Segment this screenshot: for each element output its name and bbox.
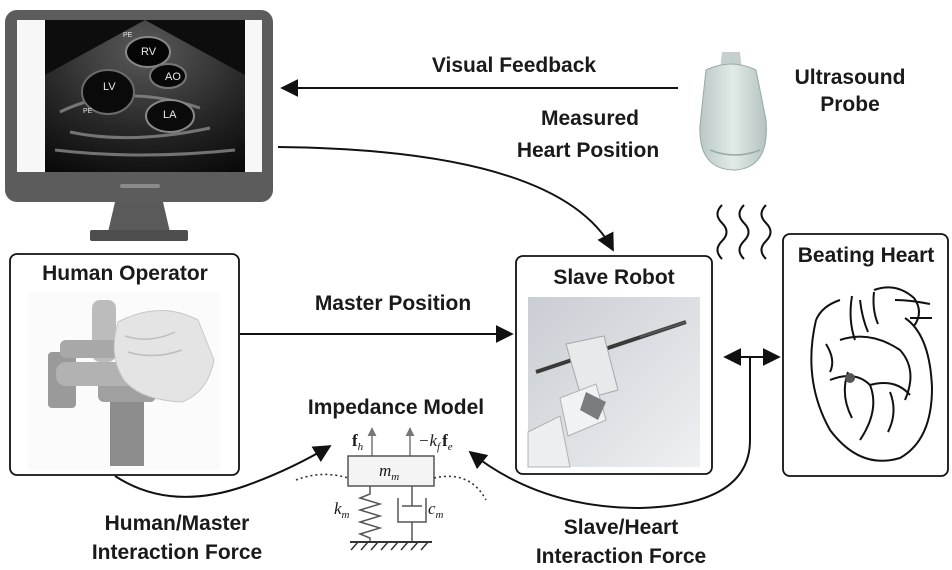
ground-hatch [350, 541, 429, 551]
master-position-label: Master Position [315, 292, 471, 315]
ultrasound-probe-image [680, 52, 772, 190]
slave-heart-force-arrow [468, 357, 751, 510]
beating-heart-label: Beating Heart [798, 244, 935, 267]
us-label-ao: AO [165, 71, 181, 83]
human-master-force-label-line2: Interaction Force [92, 541, 262, 564]
beating-heart-box [782, 233, 949, 477]
slave-robot-label: Slave Robot [553, 266, 674, 289]
us-label-la: LA [163, 109, 177, 121]
mass-block [347, 455, 435, 487]
impedance-model-label: Impedance Model [308, 396, 484, 419]
us-label-pe-bottom: PE [83, 108, 93, 115]
heartbeat-wave-icon [716, 204, 772, 260]
us-label-pe-top: PE [123, 32, 133, 39]
monitor-stand [108, 202, 170, 232]
human-master-force-arrow [114, 445, 332, 498]
spring-symbol: km [334, 499, 350, 521]
monitor: PE RV LV AO LA PE [5, 10, 273, 241]
damper-icon [397, 486, 427, 542]
instrument-contact-dot [845, 373, 855, 383]
slave-robot-image [527, 297, 700, 468]
visual-feedback-label: Visual Feedback [432, 54, 597, 77]
ultrasound-probe-label-line2: Probe [820, 93, 880, 116]
measured-heart-label-line1: Measured [541, 107, 639, 130]
spring-icon [357, 486, 383, 542]
monitor-base [90, 230, 188, 241]
damper-symbol: cm [428, 499, 444, 521]
measured-heart-arrow [277, 146, 614, 252]
mass-symbol: mm [379, 461, 399, 483]
slave-heart-force-label-line1: Slave/Heart [564, 516, 678, 539]
haptic-device-image [28, 292, 220, 470]
ultrasound-probe-label-line1: Ultrasound [795, 66, 906, 89]
slave-heart-force-label-line2: Interaction Force [536, 545, 706, 568]
measured-heart-label-line2: Heart Position [517, 139, 659, 162]
human-operator-label: Human Operator [42, 262, 208, 285]
us-label-lv: LV [103, 81, 116, 93]
us-label-rv: RV [141, 46, 157, 58]
human-master-force-label-line1: Human/Master [105, 512, 250, 535]
heart-illustration [810, 286, 934, 462]
force-fh-symbol: fh [352, 431, 364, 453]
